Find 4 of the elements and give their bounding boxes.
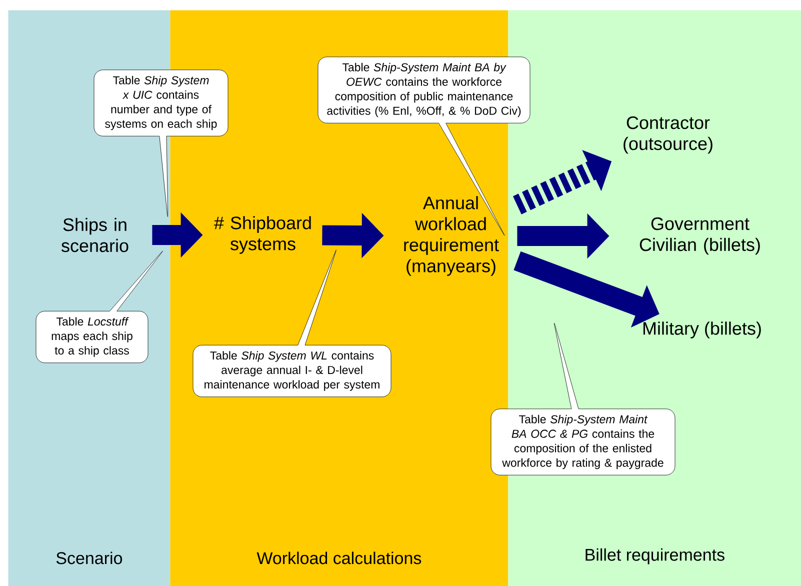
flow-text: Government Civilian (billets) [640, 217, 760, 255]
speech-bubble: Table Ship System x UIC contains number and type of systems on each ship [94, 70, 228, 217]
flow-text: Contractor (outsource) [624, 116, 712, 154]
flow-text: Ships in scenario [62, 218, 128, 252]
